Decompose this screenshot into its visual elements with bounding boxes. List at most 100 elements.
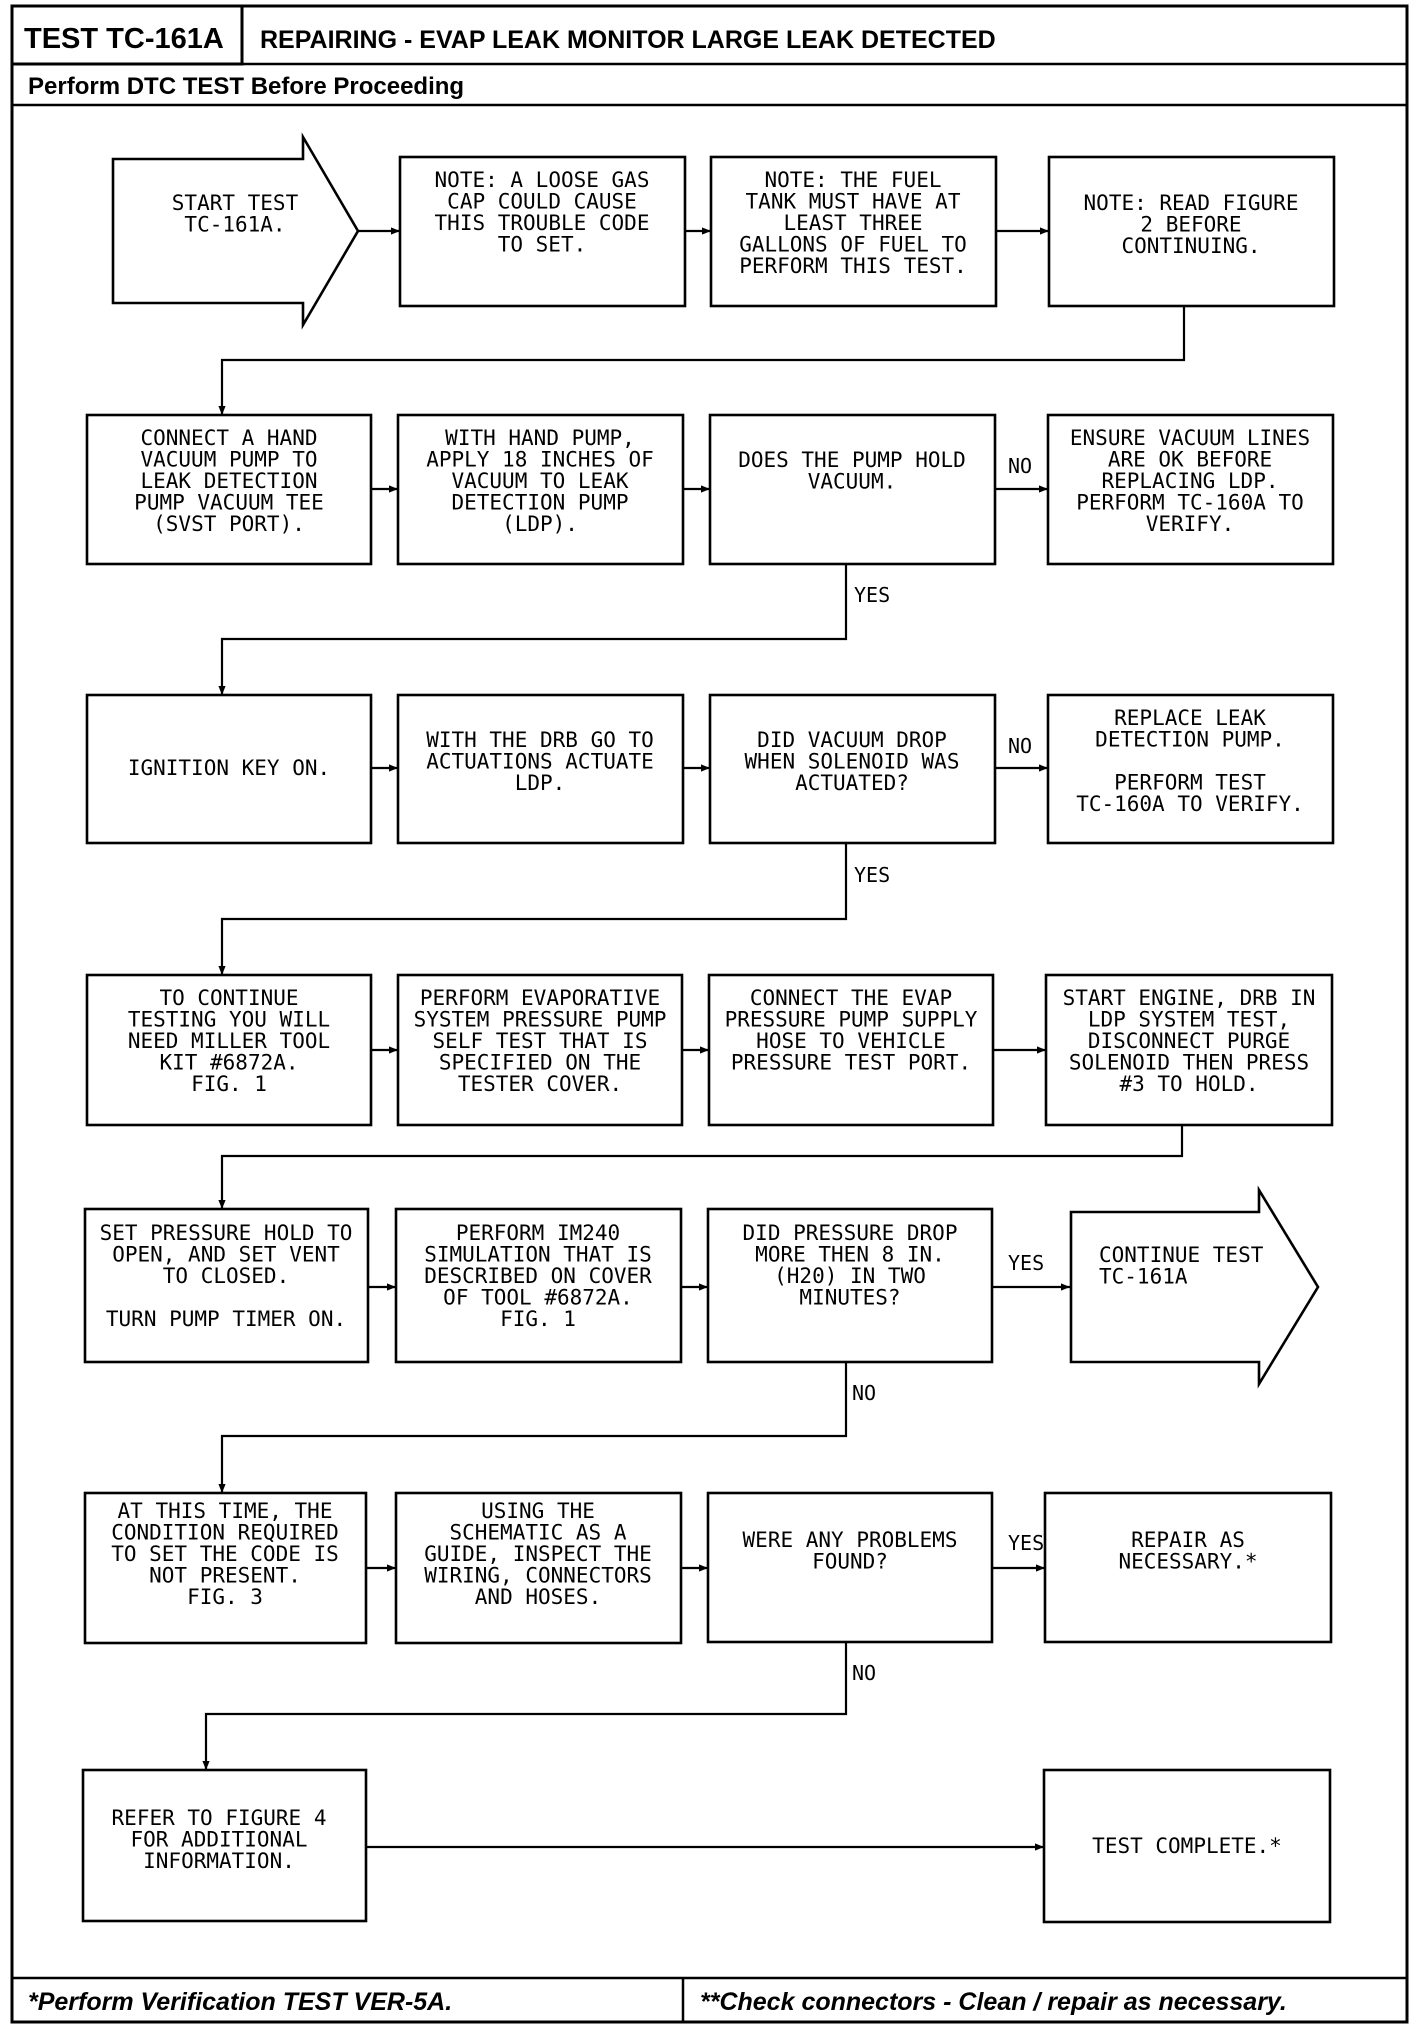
text-line: SOLENOID THEN PRESS bbox=[1069, 1051, 1309, 1075]
step-box-e2 bbox=[394, 1207, 683, 1364]
text-line: ACTUATED? bbox=[795, 771, 909, 795]
text-line: DETECTION PUMP bbox=[451, 491, 628, 515]
text-line: FIG. 1 bbox=[500, 1307, 576, 1331]
step-box-n2 bbox=[709, 155, 998, 308]
text-line: NECESSARY.* bbox=[1118, 1550, 1257, 1574]
step-box-g2 bbox=[1042, 1768, 1332, 1924]
text-line: TANK MUST HAVE AT bbox=[746, 190, 961, 214]
text-line: ACTUATIONS ACTUATE bbox=[426, 750, 654, 774]
no-label: NO bbox=[852, 1381, 876, 1405]
text-line: 2 BEFORE bbox=[1140, 213, 1241, 237]
step-box-n3 bbox=[1047, 155, 1336, 308]
step-box-d4 bbox=[1044, 973, 1334, 1127]
text-line: DETECTION PUMP. bbox=[1095, 728, 1285, 752]
text-line: WHEN SOLENOID WAS bbox=[745, 750, 960, 774]
step-box-c4 bbox=[1046, 693, 1335, 845]
text-line: WERE ANY PROBLEMS bbox=[743, 1528, 958, 1552]
text-line: LEAK DETECTION bbox=[140, 469, 317, 493]
text-line: (SVST PORT). bbox=[153, 512, 305, 536]
text-line: LDP SYSTEM TEST, bbox=[1088, 1008, 1290, 1032]
text-line: NEED MILLER TOOL bbox=[128, 1029, 330, 1053]
text-line: PERFORM IM240 bbox=[456, 1221, 620, 1245]
text-line: (H20) IN TWO bbox=[774, 1264, 926, 1288]
text-line: VACUUM PUMP TO bbox=[140, 448, 317, 472]
text-line: PRESSURE PUMP SUPPLY bbox=[725, 1008, 978, 1032]
text-line: NOTE: A LOOSE GAS bbox=[435, 168, 650, 192]
text-line: DID PRESSURE DROP bbox=[743, 1221, 958, 1245]
text-line: PERFORM EVAPORATIVE bbox=[420, 986, 660, 1010]
yes-label: YES bbox=[854, 863, 890, 887]
text-line: NOTE: READ FIGURE bbox=[1084, 191, 1299, 215]
text-line: VERIFY. bbox=[1146, 512, 1235, 536]
decision-box-b3 bbox=[708, 413, 997, 566]
text-line: HOSE TO VEHICLE bbox=[756, 1029, 946, 1053]
text-line: WITH HAND PUMP, bbox=[445, 426, 635, 450]
step-box-n1 bbox=[398, 155, 687, 308]
text-line: REPAIR AS bbox=[1131, 1528, 1245, 1552]
text-line: IGNITION KEY ON. bbox=[128, 756, 330, 780]
text-line: VACUUM. bbox=[808, 470, 897, 494]
page-frame bbox=[10, 4, 1409, 2024]
no-label: NO bbox=[852, 1661, 876, 1685]
text-line: REPLACE LEAK bbox=[1114, 706, 1266, 730]
text-line: AT THIS TIME, THE bbox=[118, 1499, 333, 1523]
text-line: DID VACUUM DROP bbox=[757, 728, 947, 752]
text-line: WIRING, CONNECTORS bbox=[424, 1564, 652, 1588]
text-line: DOES THE PUMP HOLD bbox=[738, 448, 966, 472]
text-line: SCHEMATIC AS A bbox=[449, 1521, 626, 1545]
text-line: LEAST THREE bbox=[783, 211, 922, 235]
text-line: GALLONS OF FUEL TO bbox=[739, 233, 967, 257]
text-line: PERFORM TEST bbox=[1114, 771, 1266, 795]
step-box-b1 bbox=[85, 413, 373, 566]
no-label: NO bbox=[1008, 454, 1032, 478]
step-box-f2 bbox=[394, 1491, 683, 1645]
text-line: PERFORM TC-160A TO bbox=[1076, 491, 1304, 515]
text-line: FIG. 3 bbox=[187, 1585, 263, 1609]
text-line: CONNECT A HAND bbox=[140, 426, 317, 450]
text-line: SELF TEST THAT IS bbox=[433, 1029, 648, 1053]
text-line: FIG. 1 bbox=[191, 1072, 267, 1096]
yes-label: YES bbox=[1008, 1531, 1044, 1555]
text-line: FOR ADDITIONAL bbox=[130, 1828, 307, 1852]
text-line: (LDP). bbox=[502, 512, 578, 536]
text-line: START TEST bbox=[172, 191, 299, 215]
text-line: MINUTES? bbox=[799, 1286, 900, 1310]
page-title: REPAIRING - EVAP LEAK MONITOR LARGE LEAK… bbox=[260, 26, 996, 54]
text-line: ENSURE VACUUM LINES bbox=[1070, 426, 1310, 450]
text-line: TC-161A bbox=[1099, 1265, 1188, 1289]
text-line: MORE THEN 8 IN. bbox=[755, 1243, 945, 1267]
start-arrow bbox=[111, 132, 360, 330]
text-line: PRESSURE TEST PORT. bbox=[731, 1051, 971, 1075]
text-line: SYSTEM PRESSURE PUMP bbox=[414, 1008, 667, 1032]
text-line: NOTE: THE FUEL bbox=[764, 168, 941, 192]
connectors bbox=[202, 227, 1186, 1851]
decision-box-f3 bbox=[706, 1491, 994, 1644]
text-line: PERFORM THIS TEST. bbox=[739, 254, 967, 278]
no-label: NO bbox=[1008, 734, 1032, 758]
step-box-d3 bbox=[707, 973, 995, 1127]
text-line: OF TOOL #6872A. bbox=[443, 1286, 633, 1310]
text-line: AND HOSES. bbox=[475, 1585, 601, 1609]
text-line: TO CONTINUE bbox=[159, 986, 298, 1010]
step-box-c2 bbox=[396, 693, 685, 845]
step-box-b4 bbox=[1046, 413, 1335, 566]
text-line: DESCRIBED ON COVER bbox=[424, 1264, 652, 1288]
text-line: REPLACING LDP. bbox=[1101, 469, 1278, 493]
text-line: TO CLOSED. bbox=[163, 1264, 289, 1288]
text-line: APPLY 18 INCHES OF bbox=[426, 448, 654, 472]
